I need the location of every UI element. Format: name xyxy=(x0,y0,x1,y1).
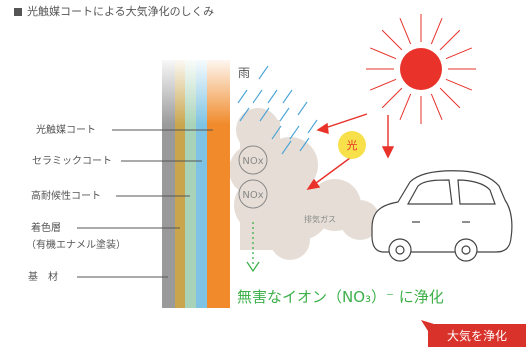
sun-icon xyxy=(366,14,476,124)
diagram-title: 光触媒コートによる大気浄化のしくみ xyxy=(27,5,215,18)
layer-color xyxy=(175,60,185,308)
sun-ray xyxy=(439,87,461,109)
light-circle xyxy=(338,131,366,159)
layer-label-base: 基 材 xyxy=(28,270,58,283)
result-text: 無害なイオン（NO₃）⁻ に浄化 xyxy=(237,288,444,306)
rain-streaks xyxy=(237,65,318,155)
nox-label-2: NOx xyxy=(242,190,263,201)
layer-label-photocatalyst: 光触媒コート xyxy=(36,123,96,136)
sun-ray xyxy=(369,47,397,60)
light-arrows xyxy=(306,113,395,190)
sun-ray xyxy=(445,78,473,91)
sun-ray xyxy=(369,78,397,91)
layer-label-color: 着色層 xyxy=(31,221,61,234)
sun-ray xyxy=(430,93,443,121)
nox-label-1: NOx xyxy=(242,156,263,167)
layer-sublabel-color: （有機エナメル塗装） xyxy=(26,238,126,251)
rain-label: 雨 xyxy=(238,66,250,80)
sun-ray xyxy=(430,17,443,45)
car-icon xyxy=(371,170,513,262)
leader-lines xyxy=(77,129,213,278)
nox-circles xyxy=(238,145,268,209)
dotted-down-arrow xyxy=(246,222,260,273)
layer-label-weather: 高耐候性コート xyxy=(31,189,101,202)
badge-text: 大気を浄化 xyxy=(447,328,507,343)
sun-ray xyxy=(439,29,461,51)
sun-ray xyxy=(445,47,473,60)
sun-ray xyxy=(381,29,403,51)
coating-layers xyxy=(162,55,230,308)
layer-label-ceramic: セラミックコート xyxy=(32,155,112,167)
exhaust-label: 排気ガス xyxy=(304,214,336,224)
layer-weather xyxy=(185,60,196,308)
layer-ceramic xyxy=(196,60,207,308)
sun-ray xyxy=(381,87,403,109)
exhaust-cloud xyxy=(229,108,380,260)
badge xyxy=(421,320,526,347)
title-marker xyxy=(14,8,22,16)
sun-ray xyxy=(399,93,412,121)
sun-ray xyxy=(399,17,412,45)
light-label: 光 xyxy=(347,138,358,152)
